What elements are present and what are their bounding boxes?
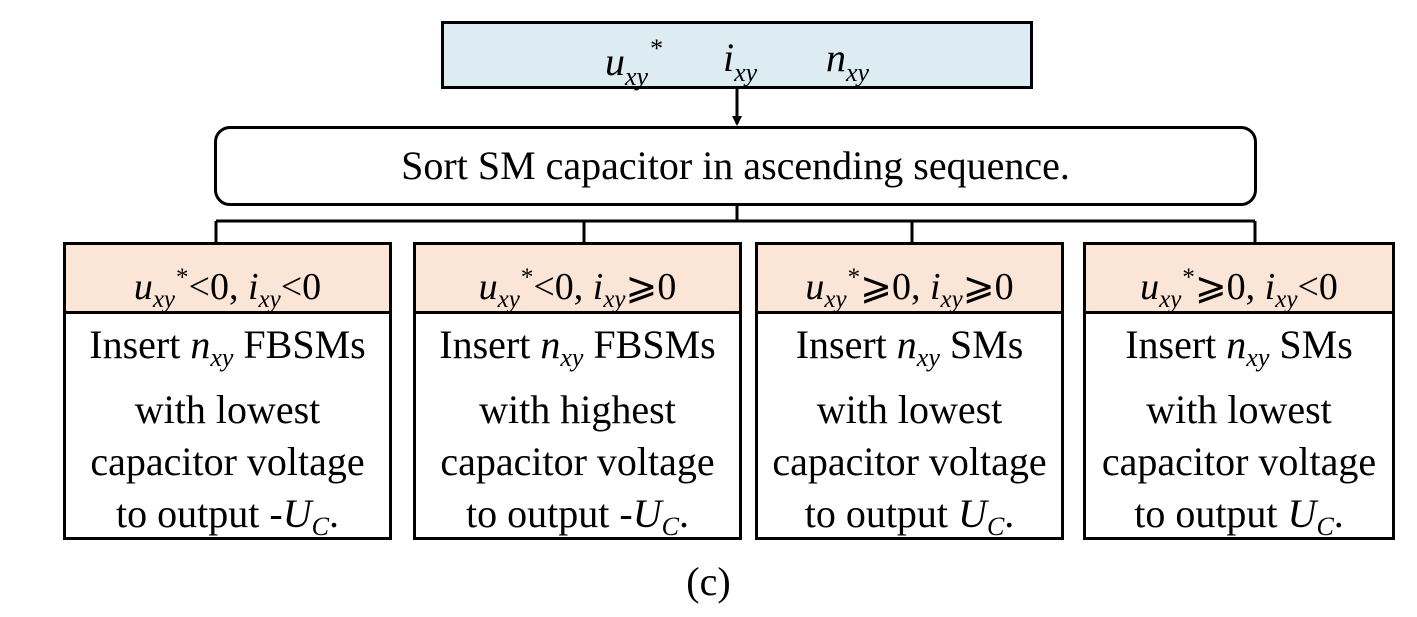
case-box-2: uxy*<0, ixy⩾0 Insert nxy FBSMs with high… (413, 242, 742, 541)
case-action-1: Insert nxy FBSMs with lowest capacitor v… (89, 322, 366, 541)
input-var-u: uxy* (605, 34, 664, 91)
case-condition-3: uxy*⩾0, ixy⩾0 (758, 245, 1061, 314)
sort-step-box: Sort SM capacitor in ascending sequence. (214, 126, 1257, 206)
case-condition-1: uxy*<0, ixy<0 (66, 245, 389, 314)
case-box-1: uxy*<0, ixy<0 Insert nxy FBSMs with lowe… (63, 242, 392, 541)
figure-caption: (c) (686, 559, 731, 604)
case-action-3: Insert nxy SMs with lowest capacitor vol… (772, 322, 1047, 541)
input-var-n: nxy (826, 35, 870, 87)
case-action-4: Insert nxy SMs with lowest capacitor vol… (1101, 322, 1377, 541)
sort-step-text: Sort SM capacitor in ascending sequence. (401, 143, 1070, 188)
case-condition-2: uxy*<0, ixy⩾0 (416, 245, 739, 314)
case-box-4: uxy*⩾0, ixy<0 Insert nxy SMs with lowest… (1083, 242, 1395, 541)
case-action-2: Insert nxy FBSMs with highest capacitor … (439, 322, 716, 541)
input-var-i: ixy (723, 35, 758, 87)
input-variables-box: uxy* ixy nxy (441, 21, 1033, 91)
case-condition-4: uxy*⩾0, ixy<0 (1086, 245, 1392, 314)
case-box-3: uxy*⩾0, ixy⩾0 Insert nxy SMs with lowest… (755, 242, 1064, 541)
